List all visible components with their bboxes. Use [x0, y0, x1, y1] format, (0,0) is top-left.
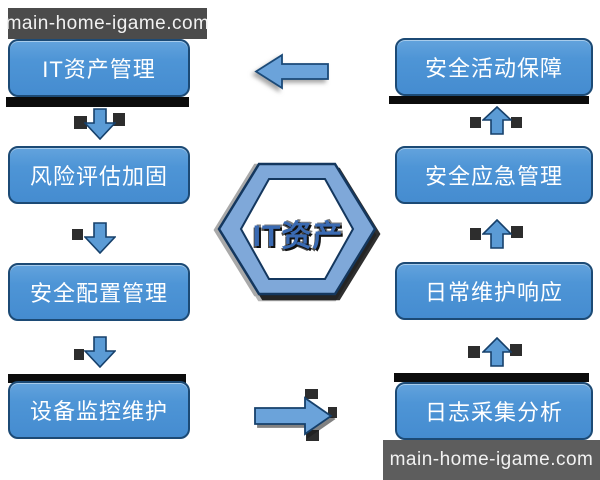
artifact-square — [74, 116, 87, 129]
node-label: IT资产管理 — [42, 57, 156, 82]
hexagon-center-label: IT资产 — [252, 220, 344, 253]
artifact-square — [328, 407, 337, 418]
node-log-collection: 日志采集分析 — [395, 382, 593, 440]
watermark-bottom: main-home-igame.com — [383, 440, 600, 480]
left-arrow-icon — [254, 53, 329, 90]
artifact-square — [74, 349, 84, 360]
down-arrow-icon — [84, 336, 116, 368]
node-security-config: 安全配置管理 — [8, 263, 190, 321]
artifact-square — [72, 229, 83, 240]
artifact-square — [113, 113, 125, 126]
artifact-square — [306, 430, 319, 441]
node-device-monitoring: 设备监控维护 — [8, 381, 190, 439]
node-daily-maintenance: 日常维护响应 — [395, 262, 593, 320]
node-label: 日常维护响应 — [424, 280, 563, 305]
right-arrow-icon — [254, 396, 333, 436]
artifact-square — [468, 346, 480, 358]
shadow-bar-below-left-box-1 — [6, 97, 189, 107]
shadow-bar-above-right-box-4 — [394, 373, 589, 382]
artifact-square — [511, 226, 523, 238]
hexagon-icon — [217, 162, 377, 296]
artifact-square — [305, 389, 318, 399]
shadow-bar-above-left-box-4 — [8, 374, 186, 383]
watermark-top-text: main-home-igame.com — [5, 12, 210, 34]
artifact-square — [470, 117, 481, 128]
node-security-activity: 安全活动保障 — [395, 38, 593, 96]
down-arrow-icon — [84, 222, 116, 254]
watermark-bottom-text: main-home-igame.com — [389, 449, 594, 470]
node-label: 风险评估加固 — [29, 164, 168, 189]
artifact-square — [511, 117, 522, 128]
node-it-asset-management: IT资产管理 — [8, 39, 190, 97]
node-label: 日志采集分析 — [424, 400, 563, 425]
node-risk-assessment: 风险评估加固 — [8, 146, 190, 204]
shadow-bar-below-right-box-1 — [389, 96, 589, 104]
node-label: 设备监控维护 — [29, 399, 168, 424]
node-label: 安全应急管理 — [424, 164, 563, 189]
watermark-top: main-home-igame.com — [5, 8, 210, 39]
up-arrow-icon — [482, 219, 512, 249]
node-label: 安全配置管理 — [29, 281, 168, 306]
artifact-square — [510, 344, 522, 356]
node-label: 安全活动保障 — [424, 56, 563, 81]
artifact-square — [470, 228, 481, 240]
down-arrow-icon — [84, 108, 116, 140]
up-arrow-icon — [482, 337, 512, 367]
node-emergency-management: 安全应急管理 — [395, 146, 593, 204]
up-arrow-icon — [482, 106, 512, 135]
hexagon-shape — [216, 158, 378, 305]
